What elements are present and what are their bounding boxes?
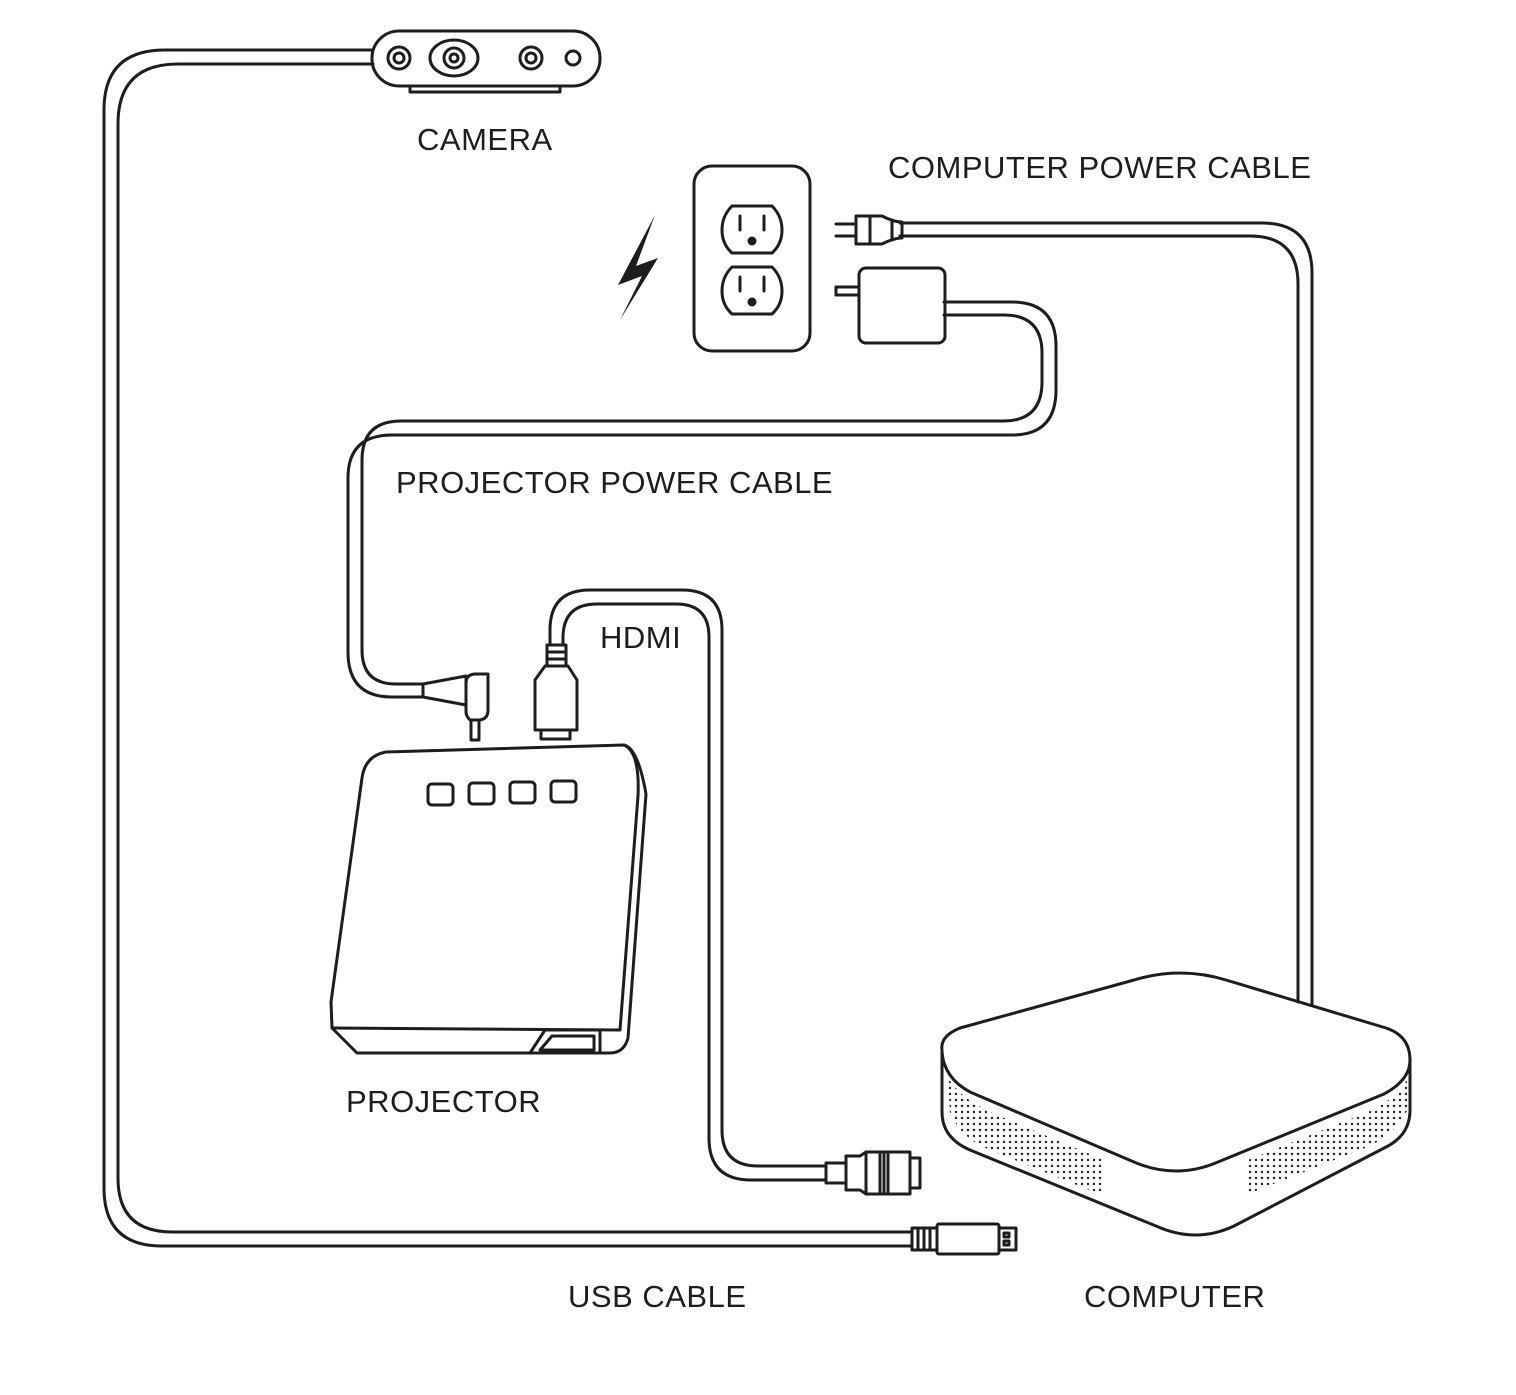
power-plug-icon <box>834 214 904 246</box>
hdmi-cable <box>548 588 828 1182</box>
projector-icon <box>329 743 648 1055</box>
hdmi-computer-connector-icon <box>824 1150 922 1196</box>
wall-outlet-icon <box>692 164 812 353</box>
lightning-bolt-icon <box>618 215 658 320</box>
usb-cable-label: USB CABLE <box>568 1279 747 1314</box>
computer-icon <box>940 971 1412 1237</box>
camera-label: CAMERA <box>417 122 553 157</box>
barrel-connector-icon <box>421 672 490 742</box>
usb-cable <box>102 48 914 1248</box>
camera-icon <box>370 29 602 94</box>
computer-power-cable <box>898 221 1314 1006</box>
hdmi-label: HDMI <box>600 620 682 655</box>
computer-label: COMPUTER <box>1084 1279 1266 1314</box>
projector-label: PROJECTOR <box>346 1084 542 1119</box>
computer-power-cable-label: COMPUTER POWER CABLE <box>888 150 1312 185</box>
projector-power-cable-label: PROJECTOR POWER CABLE <box>396 465 834 500</box>
power-adapter-icon <box>834 266 947 345</box>
hdmi-connector-icon <box>533 643 579 741</box>
usb-connector-icon <box>910 1222 1018 1256</box>
projector-power-cable <box>346 300 1058 699</box>
